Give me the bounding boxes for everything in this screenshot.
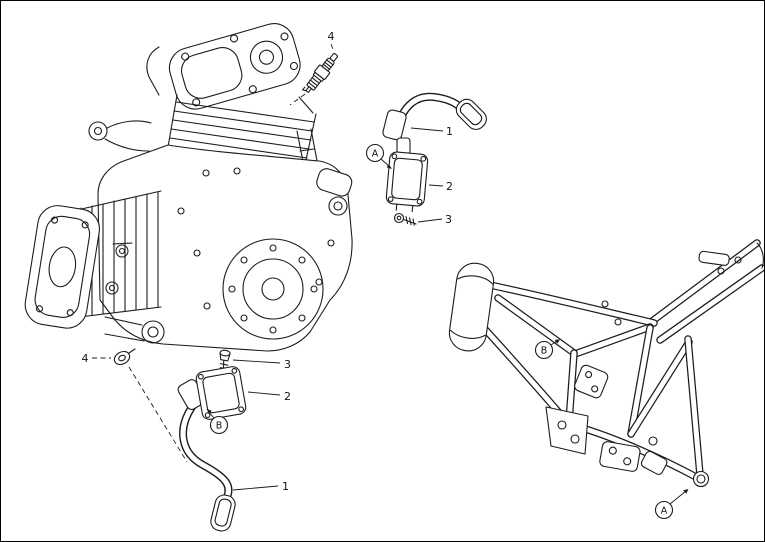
- marker-b-frame-label: B: [541, 346, 548, 357]
- spark-plug-upper: [302, 53, 338, 94]
- marker-a-engine: A: [365, 143, 392, 169]
- marker-b-engine: B: [206, 409, 229, 435]
- ignition-coil-lower: [195, 366, 247, 420]
- callout-1-lower: 1: [282, 480, 289, 493]
- marker-b-frame: B: [534, 339, 560, 360]
- callout-4-upper: 4: [328, 30, 335, 43]
- callout-1-upper: 1: [446, 125, 453, 138]
- callout-2-upper: 2: [446, 180, 453, 193]
- marker-b-engine-label: B: [216, 421, 223, 432]
- marker-a-frame: A: [654, 489, 689, 520]
- screw-upper: [393, 212, 417, 226]
- callout-3-upper: 3: [445, 213, 452, 226]
- engine-illustration: [24, 23, 353, 352]
- callout-4-lower: 4: [82, 352, 89, 365]
- callout-labels: 4 1 2 3 4 3 2 1: [82, 30, 454, 493]
- ht-lead-upper: [382, 92, 487, 155]
- callout-2-lower: 2: [284, 390, 291, 403]
- frame-illustration: [448, 239, 764, 488]
- callout-3-lower: 3: [284, 358, 291, 371]
- marker-a-frame-label: A: [661, 506, 668, 517]
- marker-a-engine-label: A: [372, 149, 379, 160]
- spark-plug-lower: [113, 348, 136, 366]
- ignition-coil-upper: [385, 151, 429, 213]
